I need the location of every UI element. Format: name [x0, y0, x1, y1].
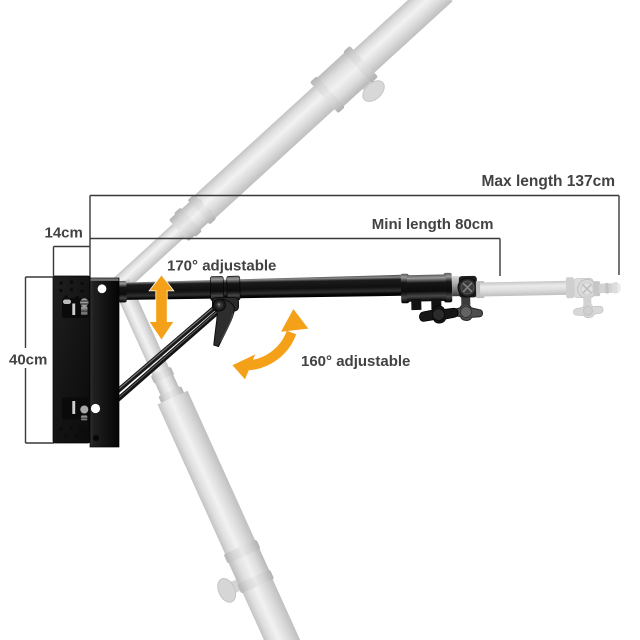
svg-text:40cm: 40cm: [9, 352, 47, 369]
svg-text:Mini length 80cm: Mini length 80cm: [372, 216, 494, 233]
svg-text:160° adjustable: 160° adjustable: [301, 353, 410, 370]
svg-text:14cm: 14cm: [45, 225, 83, 242]
svg-text:Max length 137cm: Max length 137cm: [482, 173, 616, 190]
svg-text:170° adjustable: 170° adjustable: [167, 258, 276, 275]
